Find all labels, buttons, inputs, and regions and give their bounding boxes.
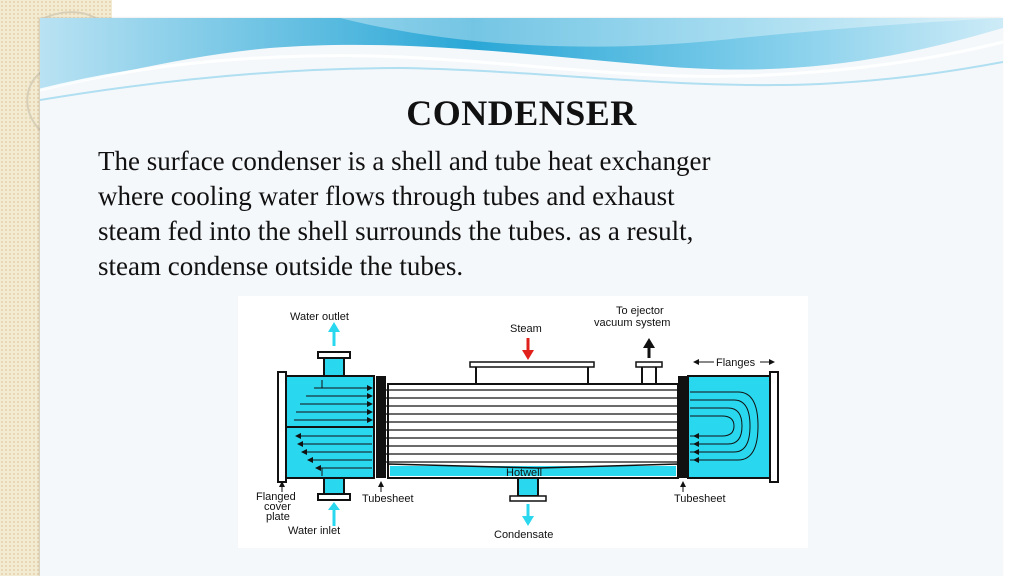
label-flanged-line2: cover bbox=[264, 501, 291, 513]
left-cover-plate bbox=[277, 371, 287, 483]
label-flanges: Flanges bbox=[716, 357, 756, 369]
slide-body-text: The surface condenser is a shell and tub… bbox=[98, 144, 978, 284]
condensate-arrowhead bbox=[522, 516, 534, 526]
steam-inlet-lip bbox=[469, 361, 595, 368]
body-line: The surface condenser is a shell and tub… bbox=[98, 146, 711, 176]
tube-bundle bbox=[386, 389, 678, 463]
slide-title: CONDENSER bbox=[406, 93, 637, 133]
ejector-arrowhead bbox=[643, 338, 655, 348]
condenser-diagram-svg: Water outlet Steam To ejector vacuum sys… bbox=[256, 305, 779, 541]
condenser-diagram: Water outlet Steam To ejector vacuum sys… bbox=[238, 296, 808, 548]
body-line: steam fed into the shell surrounds the t… bbox=[98, 216, 694, 246]
condensate-flange bbox=[509, 495, 547, 502]
label-ejector-line1: To ejector bbox=[616, 305, 664, 317]
condensate-outlet bbox=[517, 477, 539, 497]
right-cover-plate bbox=[769, 371, 779, 483]
left-tubesheet bbox=[376, 376, 386, 478]
body-line: steam condense outside the tubes. bbox=[98, 251, 464, 281]
label-steam: Steam bbox=[510, 323, 542, 335]
hotwell-water bbox=[390, 466, 676, 476]
steam-inlet bbox=[475, 365, 589, 385]
right-flow-arrows bbox=[690, 391, 759, 463]
label-flanged-line3: plate bbox=[266, 511, 290, 523]
label-water-inlet: Water inlet bbox=[288, 525, 340, 537]
label-condensate: Condensate bbox=[494, 529, 553, 541]
label-water-outlet: Water outlet bbox=[290, 311, 349, 323]
right-tubesheet bbox=[678, 376, 688, 478]
label-hotwell: Hotwell bbox=[506, 467, 542, 479]
label-ejector-line2: vacuum system bbox=[594, 317, 670, 329]
left-flow-arrows bbox=[294, 380, 373, 476]
water-outlet-nozzle bbox=[323, 357, 345, 377]
water-outlet-arrowhead bbox=[328, 322, 340, 332]
ejector-flange bbox=[635, 361, 663, 368]
slide-canvas: CONDENSER The surface condenser is a she… bbox=[40, 18, 1003, 576]
header-wave bbox=[40, 18, 1003, 101]
ejector-nozzle bbox=[641, 365, 657, 385]
decorative-left-strip bbox=[0, 0, 40, 576]
water-inlet-flange bbox=[317, 493, 351, 501]
water-inlet-nozzle bbox=[323, 477, 345, 495]
water-outlet-flange bbox=[317, 351, 351, 359]
water-inlet-arrowhead bbox=[328, 502, 340, 510]
label-tubesheet-right: Tubesheet bbox=[674, 493, 726, 505]
steam-arrowhead bbox=[522, 350, 534, 360]
body-line: where cooling water flows through tubes … bbox=[98, 181, 675, 211]
label-flanged-line1: Flanged bbox=[256, 491, 296, 503]
label-tubesheet-left: Tubesheet bbox=[362, 493, 414, 505]
